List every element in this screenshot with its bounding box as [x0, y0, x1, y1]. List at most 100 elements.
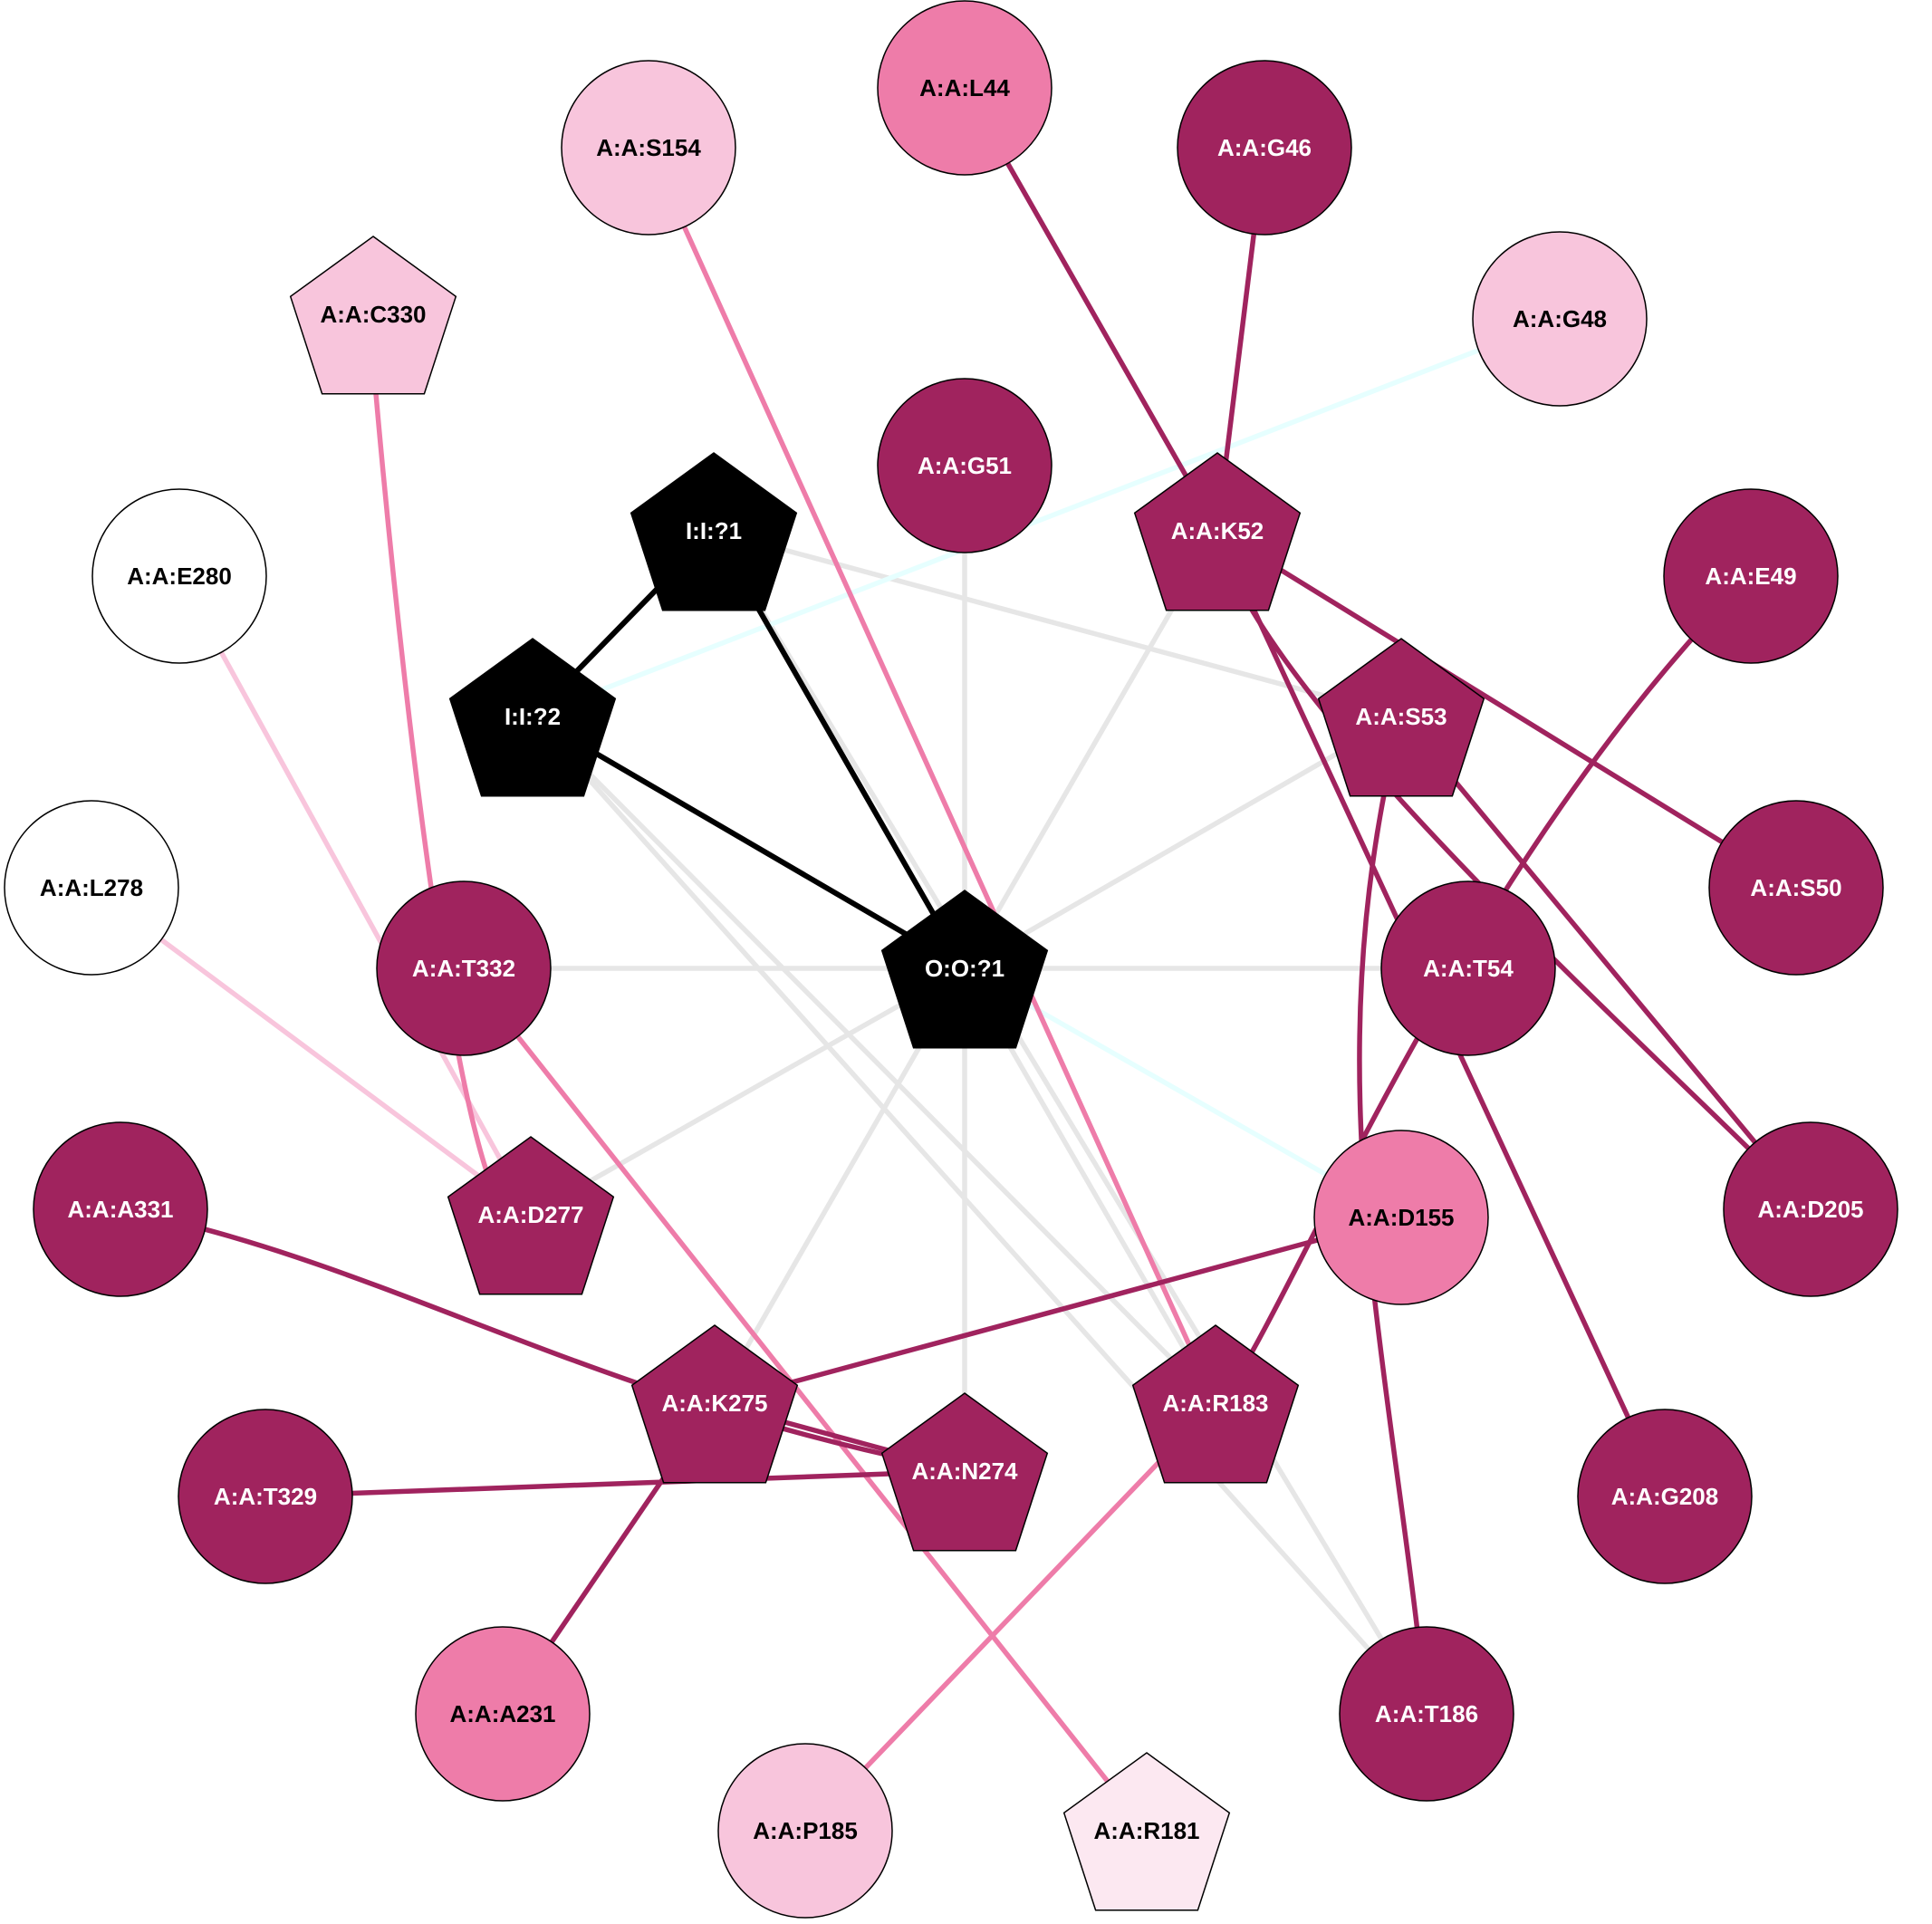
node-pentagon: [447, 1136, 615, 1295]
node-i2: I:I:?2: [448, 638, 617, 797]
edge-A331-N274: [120, 1207, 966, 1474]
node-label: I:I:?1: [686, 517, 742, 544]
node-k52: A:A:K52: [1133, 452, 1302, 611]
edge-O1-D277: [529, 966, 966, 1217]
node-label: A:A:E49: [1705, 563, 1796, 590]
node-circle: [1313, 1130, 1489, 1305]
node-pentagon: [1131, 1324, 1300, 1484]
node-label: A:A:G46: [1217, 134, 1312, 161]
node-s50: A:A:S50: [1708, 800, 1884, 976]
node-circle: [1663, 488, 1839, 664]
edge-I2-G48: [532, 316, 1561, 719]
node-label: I:I:?2: [505, 703, 561, 730]
node-e280: A:A:E280: [91, 488, 267, 664]
node-circle: [561, 60, 736, 236]
node-pentagon: [1062, 1752, 1231, 1911]
node-label: A:A:R181: [1093, 1817, 1199, 1844]
node-label: A:A:T329: [214, 1483, 317, 1510]
edge-K52-S50: [1216, 528, 1798, 890]
node-k275: A:A:K275: [630, 1324, 799, 1484]
node-label: A:A:A231: [449, 1700, 555, 1727]
node-circle: [1177, 60, 1352, 236]
node-circle: [33, 1121, 208, 1297]
node-pentagon: [630, 452, 798, 611]
node-label: A:A:S53: [1355, 703, 1447, 730]
node-a231: A:A:A231: [415, 1626, 591, 1802]
node-e49: A:A:E49: [1663, 488, 1839, 664]
node-circle: [877, 378, 1053, 553]
node-circle: [717, 1743, 893, 1919]
node-pentagon: [289, 236, 457, 395]
node-d205: A:A:D205: [1723, 1121, 1898, 1297]
node-pentagon: [1133, 452, 1302, 611]
node-pentagon: [880, 890, 1049, 1049]
node-label: A:A:T186: [1375, 1700, 1478, 1727]
node-l44: A:A:L44: [877, 0, 1053, 176]
node-label: A:A:C330: [320, 301, 426, 328]
node-label: A:A:K275: [661, 1390, 767, 1417]
node-pentagon: [630, 1324, 799, 1484]
node-n274: A:A:N274: [880, 1392, 1049, 1552]
node-t332: A:A:T332: [376, 880, 552, 1056]
node-circle: [178, 1409, 353, 1584]
node-circle: [1472, 231, 1648, 407]
node-circle: [877, 0, 1053, 176]
node-pentagon: [448, 638, 617, 797]
node-label: O:O:?1: [925, 955, 1004, 982]
node-circle: [415, 1626, 591, 1802]
node-label: A:A:R183: [1162, 1390, 1268, 1417]
node-circle: [376, 880, 552, 1056]
edge-I2-R183: [531, 715, 1217, 1405]
node-g48: A:A:G48: [1472, 231, 1648, 407]
node-r183: A:A:R183: [1131, 1324, 1300, 1484]
node-label: A:A:D205: [1757, 1196, 1863, 1223]
node-label: A:A:A331: [67, 1196, 173, 1223]
node-circle: [1708, 800, 1884, 976]
node-o1: O:O:?1: [880, 890, 1049, 1049]
node-label: A:A:G208: [1611, 1483, 1718, 1510]
node-t186: A:A:T186: [1339, 1626, 1514, 1802]
node-t54: A:A:T54: [1380, 880, 1556, 1056]
node-g208: A:A:G208: [1577, 1409, 1753, 1584]
edge-D155-K275: [714, 1215, 1402, 1406]
node-circle: [1577, 1409, 1753, 1584]
node-label: A:A:T54: [1423, 955, 1514, 982]
edge-S154-R183: [646, 146, 1218, 1405]
node-g46: A:A:G46: [1177, 60, 1352, 236]
node-label: A:A:T332: [412, 955, 515, 982]
node-label: A:A:D155: [1348, 1204, 1454, 1231]
node-circle: [1339, 1626, 1514, 1802]
node-s53: A:A:S53: [1317, 638, 1485, 797]
node-label: A:A:D277: [477, 1201, 583, 1228]
node-a331: A:A:A331: [33, 1121, 208, 1297]
node-i1: I:I:?1: [630, 452, 798, 611]
node-t329: A:A:T329: [178, 1409, 353, 1584]
edge-L278-D277: [90, 885, 533, 1217]
edge-I2-O1: [531, 714, 966, 971]
node-label: A:A:N274: [911, 1457, 1018, 1485]
node-label: A:A:L44: [919, 74, 1010, 101]
node-l278: A:A:L278: [4, 800, 179, 976]
node-label: A:A:L278: [40, 874, 143, 901]
node-d277: A:A:D277: [447, 1136, 615, 1295]
node-pentagon: [1317, 638, 1485, 797]
edge-I2-T186: [530, 715, 1429, 1716]
node-label: A:A:K52: [1171, 517, 1264, 544]
edge-I1-S53: [713, 528, 1402, 719]
node-pentagon: [880, 1392, 1049, 1552]
node-g51: A:A:G51: [877, 378, 1053, 553]
node-label: A:A:E280: [127, 563, 232, 590]
edge-O1-S53: [963, 714, 1403, 971]
node-circle: [1380, 880, 1556, 1056]
edge-T332-R181: [461, 967, 1149, 1833]
node-circle: [4, 800, 179, 976]
node-circle: [1723, 1121, 1898, 1297]
node-label: A:A:S50: [1750, 874, 1841, 901]
node-s154: A:A:S154: [561, 60, 736, 236]
node-d155: A:A:D155: [1313, 1130, 1489, 1305]
node-label: A:A:G48: [1513, 305, 1607, 332]
node-p185: A:A:P185: [717, 1743, 893, 1919]
node-label: A:A:G51: [918, 452, 1012, 479]
